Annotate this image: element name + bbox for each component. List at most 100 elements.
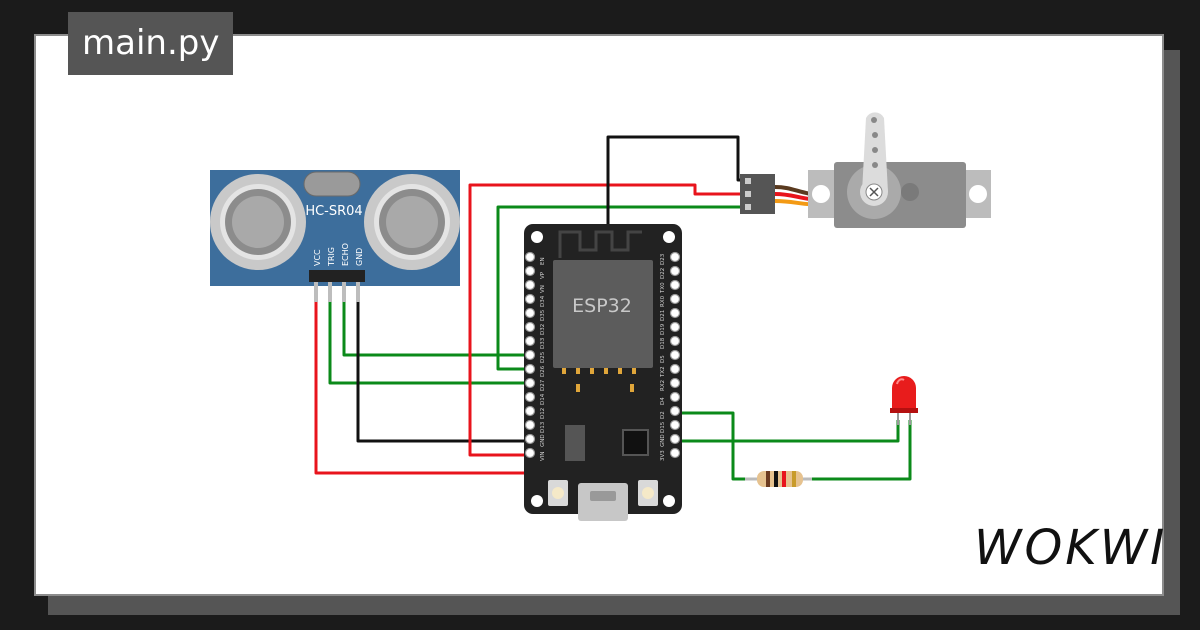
wire-d2-resistor[interactable] (672, 411, 750, 481)
pin-label-left-d34: D34 (540, 295, 546, 307)
pin-left-d32[interactable] (524, 321, 536, 333)
pin-label-left-d27: D27 (540, 379, 546, 391)
transducer-left-icon (210, 174, 306, 270)
pin-left-d35[interactable] (524, 307, 536, 319)
pin-right-rx2[interactable] (669, 377, 681, 389)
wire-resistor-led[interactable] (808, 420, 912, 481)
usb-chip (622, 429, 649, 456)
pin-label-right-3v3: 3V3 (660, 450, 666, 461)
pin-right-d18[interactable] (669, 335, 681, 347)
pin-right-d15[interactable] (669, 419, 681, 431)
pin-left-vin[interactable] (524, 447, 536, 459)
pin-left-vn[interactable] (524, 279, 536, 291)
pin-label-right-gnd: GND (660, 434, 666, 447)
voltage-regulator (565, 425, 585, 461)
pin-label-left-gnd: GND (540, 434, 546, 447)
wire-sensor-gnd[interactable] (356, 300, 530, 443)
pin-label-left-d12: D12 (540, 408, 546, 419)
pin-right-tx2[interactable] (669, 363, 681, 375)
wokwi-logo: WOKWI (974, 520, 1168, 576)
pin-label-right-d15: D15 (660, 421, 666, 433)
wire-vcc-vin[interactable] (314, 300, 530, 475)
pin-label-right-tx2: TX2 (660, 366, 666, 378)
pin-label-right-d22: D22 (660, 268, 666, 279)
pin-label-left-d26: D26 (540, 365, 546, 377)
pin-right-d19[interactable] (669, 321, 681, 333)
pin-label-left-d32: D32 (540, 324, 546, 335)
boot-button[interactable] (548, 480, 568, 506)
pin-left-d27[interactable] (524, 377, 536, 389)
pin-right-d21[interactable] (669, 307, 681, 319)
pin-label-left-vn: VN (540, 285, 546, 293)
sensor-pin-label-gnd: GND (355, 248, 364, 266)
pin-label-right-rx2: RX2 (660, 380, 666, 391)
pin-label-right-d5: D5 (660, 355, 666, 363)
pin-label-right-tx0: TX0 (660, 282, 666, 294)
wire-echo-d25[interactable] (342, 300, 530, 357)
mount-hole (663, 495, 675, 507)
wire-trig-d27[interactable] (328, 300, 530, 385)
pin-label-left-vin: VIN (540, 452, 546, 462)
servo-horn-icon[interactable] (847, 112, 901, 219)
pin-right-tx0[interactable] (669, 279, 681, 291)
pin-right-d2[interactable] (669, 405, 681, 417)
pin-left-d34[interactable] (524, 293, 536, 305)
resistor-icon[interactable] (745, 471, 812, 487)
pin-left-gnd[interactable] (524, 433, 536, 445)
pin-label-left-d33: D33 (540, 337, 546, 349)
sensor-header (309, 270, 365, 282)
esp32-module (553, 260, 653, 368)
pin-label-left-vp: VP (540, 271, 546, 279)
usb-port-icon (578, 483, 628, 521)
wire-servo-signal[interactable] (496, 205, 745, 371)
pin-label-right-rx0: RX0 (660, 295, 666, 307)
sensor-pin-label-trig: TRIG (327, 247, 336, 267)
sensor-pin-label-vcc: VCC (313, 249, 322, 266)
pin-right-d5[interactable] (669, 349, 681, 361)
sensor-crystal (303, 171, 361, 197)
wire-servo-vplus[interactable] (468, 183, 745, 457)
sensor-model-label: HC-SR04 (305, 204, 362, 219)
pin-label-left-d14: D14 (540, 393, 546, 405)
servo-motor[interactable] (740, 112, 991, 228)
mount-hole (531, 495, 543, 507)
pin-left-d14[interactable] (524, 391, 536, 403)
pin-label-right-d19: D19 (660, 323, 666, 335)
pin-label-left-d25: D25 (540, 351, 546, 363)
pin-label-right-d4: D4 (660, 397, 666, 405)
esp32-board[interactable]: ESP32 ENVPVND34D35D32D33D25D26D27D14D12D… (524, 224, 682, 521)
sensor-pin-label-echo: ECHO (341, 243, 350, 266)
pin-left-vp[interactable] (524, 265, 536, 277)
mount-hole (531, 231, 543, 243)
antenna-trace (558, 230, 642, 258)
transducer-right-icon (364, 174, 460, 270)
pin-label-left-d35: D35 (540, 309, 546, 321)
pin-label-left-en: EN (540, 257, 546, 265)
pin-label-right-d21: D21 (660, 310, 666, 321)
mount-hole (663, 231, 675, 243)
wire-gnd-led[interactable] (672, 420, 900, 443)
file-tab-main-py[interactable]: main.py (68, 12, 234, 75)
pin-right-gnd[interactable] (669, 433, 681, 445)
chip-label: ESP32 (572, 295, 632, 317)
pin-label-left-d13: D13 (540, 421, 546, 433)
pin-left-d12[interactable] (524, 405, 536, 417)
pin-right-d23[interactable] (669, 251, 681, 263)
pin-left-d26[interactable] (524, 363, 536, 375)
pin-left-d33[interactable] (524, 335, 536, 347)
pin-left-en[interactable] (524, 251, 536, 263)
pin-label-right-d18: D18 (660, 337, 666, 349)
pin-left-d13[interactable] (524, 419, 536, 431)
pin-left-d25[interactable] (524, 349, 536, 361)
right-pin-column: D23D22TX0RX0D21D19D18D5TX2RX2D4D2D15GND3… (660, 251, 681, 461)
pin-right-d22[interactable] (669, 265, 681, 277)
en-button[interactable] (638, 480, 658, 506)
pin-right-3v3[interactable] (669, 447, 681, 459)
red-led-icon[interactable] (890, 376, 918, 425)
pin-right-d4[interactable] (669, 391, 681, 403)
pin-label-right-d2: D2 (660, 411, 666, 419)
hc-sr04-sensor[interactable]: HC-SR04 VCC TRIG ECHO GND (210, 170, 460, 302)
pin-right-rx0[interactable] (669, 293, 681, 305)
